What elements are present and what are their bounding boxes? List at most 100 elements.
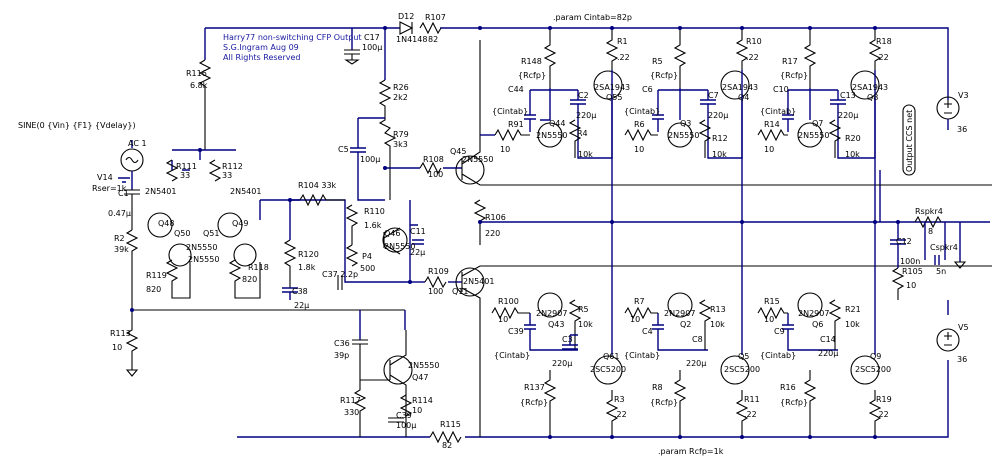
component-label: R16: [780, 383, 796, 392]
capacitor-c37: [337, 275, 343, 290]
ltp: [147, 149, 261, 299]
component-label: Rspkr4: [915, 207, 943, 216]
component-label: 10: [500, 145, 510, 154]
component-label: 2N2907: [536, 309, 567, 318]
component-label: {Cintab}: [624, 351, 660, 360]
component-label: R120: [298, 250, 319, 259]
resistor-r104: [260, 193, 345, 207]
component-label: R100: [498, 297, 519, 306]
component-label: 33: [180, 171, 190, 180]
component-label: 2N5550: [798, 131, 829, 140]
title-line-1: Harry77 non-switching CFP Output: [223, 33, 362, 42]
component-label: Q5: [738, 352, 749, 361]
component-label: 10k: [712, 150, 727, 159]
component-label: Q43: [548, 320, 564, 329]
component-label: C38: [292, 287, 308, 296]
component-label: C14: [820, 335, 836, 344]
component-label: 22µ: [294, 301, 309, 310]
component-label: R112: [222, 162, 243, 171]
component-label: R115: [440, 420, 461, 429]
component-label: 2SC5200: [724, 365, 760, 374]
transistor-q47: [352, 310, 413, 437]
component-label: D12: [398, 12, 414, 21]
component-label: {Cintab}: [492, 107, 528, 116]
component-label: C8: [692, 335, 703, 344]
supply-v3: [936, 96, 960, 130]
component-label: R13: [710, 305, 726, 314]
component-label: Q47: [412, 373, 428, 382]
component-label: 2N5401: [145, 187, 176, 196]
component-label: R108: [423, 155, 444, 164]
component-label: 2N5550: [668, 131, 699, 140]
component-label: R26: [393, 83, 409, 92]
component-label: R113: [110, 329, 131, 338]
component-label: 39p: [334, 351, 349, 360]
lower-cell-1: [491, 222, 623, 437]
component-label: 10: [412, 406, 422, 415]
capacitor-c1: [124, 189, 140, 230]
component-label: R12: [712, 134, 728, 143]
component-label: 10: [764, 315, 774, 324]
component-label: R11: [744, 395, 760, 404]
component-label: R117: [340, 396, 361, 405]
zobel-network: [890, 222, 906, 300]
speaker-load: [914, 215, 967, 269]
component-label: Q49: [232, 219, 248, 228]
component-label: 220µ: [838, 111, 858, 120]
component-label: 10k: [845, 150, 860, 159]
component-label: .22: [614, 410, 627, 419]
component-label: Q51: [203, 229, 219, 238]
component-label: 2SA1943: [852, 83, 888, 92]
component-label: Rser=1k: [92, 184, 127, 193]
component-label: 500: [360, 264, 375, 273]
component-label: .22: [876, 53, 889, 62]
component-label: C39: [508, 327, 524, 336]
param-cintab: .param Cintab=82p: [553, 13, 632, 22]
component-label: C1: [118, 189, 129, 198]
component-label: 2N2907: [664, 309, 695, 318]
component-label: R6: [634, 120, 645, 129]
component-label: Q2: [680, 320, 691, 329]
component-label: R137: [524, 383, 545, 392]
component-label: {Rcfp}: [780, 71, 808, 80]
component-label: .22: [744, 410, 757, 419]
component-label: 2N5550: [536, 131, 567, 140]
component-label: R118: [248, 263, 269, 272]
component-label: Q55: [606, 93, 622, 102]
component-label: Q8: [867, 93, 878, 102]
component-label: 820: [146, 285, 161, 294]
component-label: R106: [485, 213, 506, 222]
component-label: R19: [876, 395, 892, 404]
component-label: 0.47µ: [108, 209, 131, 218]
component-label: R111: [176, 162, 197, 171]
component-label: C12: [896, 237, 912, 246]
component-label: C37 2.2p: [322, 270, 358, 279]
component-label: 220µ: [576, 111, 596, 120]
component-label: C4: [642, 327, 653, 336]
component-label: 2N5550: [188, 255, 219, 264]
component-label: 10: [498, 315, 508, 324]
component-label: V3: [958, 91, 969, 100]
component-label: 3k3: [393, 140, 408, 149]
component-label: 100µ: [362, 43, 382, 52]
component-label: 2N5550: [462, 155, 493, 164]
resistor-r115: [429, 430, 462, 444]
component-label: R119: [146, 271, 167, 280]
component-label: Q6: [812, 320, 823, 329]
component-label: C10: [773, 85, 789, 94]
component-label: 2N5550: [384, 242, 415, 251]
component-label: Q7: [812, 119, 823, 128]
component-label: R107: [425, 13, 446, 22]
resistor-r2: [125, 229, 405, 311]
input-source: [118, 140, 144, 190]
output-node: [480, 170, 990, 250]
title-line-2: S.G.Ingram Aug 09: [223, 43, 299, 52]
capacitor-c17: [344, 49, 360, 65]
component-label: 82: [428, 35, 438, 44]
component-label: 10: [112, 343, 122, 352]
component-label: R2: [114, 234, 125, 243]
component-label: R91: [508, 120, 524, 129]
component-label: R5: [578, 305, 589, 314]
labels: Harry77 non-switching CFP Output S.G.Ing…: [18, 12, 969, 456]
component-label: R7: [634, 297, 645, 306]
